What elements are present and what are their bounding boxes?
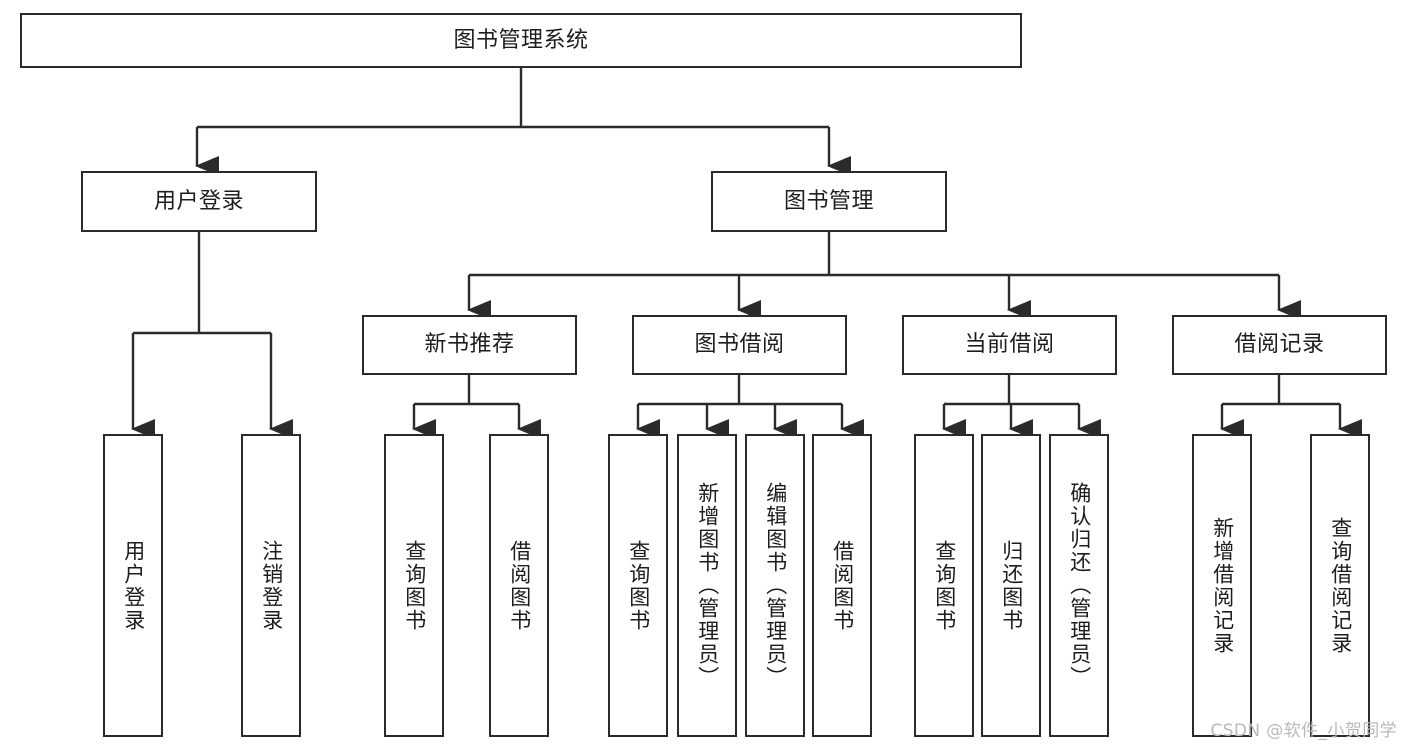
node-borrow-record[interactable]: 借阅记录 [1172, 315, 1387, 375]
node-label: 借阅图书 [830, 539, 855, 632]
node-label: 新书推荐 [424, 332, 515, 358]
node-label: 确认归还（管理员） [1067, 482, 1092, 689]
leaf-new-book-borrow-book[interactable]: 借阅图书 [489, 434, 549, 737]
node-label: 编辑图书（管理员） [763, 482, 788, 689]
node-label: 图书借阅 [694, 332, 785, 358]
leaf-book-borrow-add-book-admin[interactable]: 新增图书（管理员） [677, 434, 737, 737]
leaf-current-borrow-confirm-return-admin[interactable]: 确认归还（管理员） [1049, 434, 1109, 737]
node-current-borrow[interactable]: 当前借阅 [902, 315, 1117, 375]
node-root-book-management-system[interactable]: 图书管理系统 [20, 13, 1022, 68]
leaf-borrow-record-query-record[interactable]: 查询借阅记录 [1310, 434, 1370, 737]
node-label: 查询图书 [932, 539, 957, 632]
node-label: 图书管理 [783, 188, 874, 214]
leaf-user-login-login[interactable]: 用户登录 [103, 434, 163, 737]
node-book-management[interactable]: 图书管理 [711, 171, 947, 232]
node-label: 注销登录 [259, 539, 284, 632]
node-new-book-recommend[interactable]: 新书推荐 [362, 315, 577, 375]
leaf-book-borrow-query-book[interactable]: 查询图书 [608, 434, 668, 737]
node-label: 借阅记录 [1234, 332, 1325, 358]
node-user-login[interactable]: 用户登录 [81, 171, 317, 232]
watermark: CSDN @软件_小贺同学 [1210, 721, 1397, 741]
node-label: 用户登录 [153, 188, 244, 214]
leaf-current-borrow-query-book[interactable]: 查询图书 [914, 434, 974, 737]
node-label: 用户登录 [121, 539, 146, 632]
node-label: 借阅图书 [507, 539, 532, 632]
node-label: 新增借阅记录 [1210, 516, 1235, 655]
node-book-borrow[interactable]: 图书借阅 [632, 315, 847, 375]
leaf-current-borrow-return-book[interactable]: 归还图书 [981, 434, 1041, 737]
node-label: 新增图书（管理员） [695, 482, 720, 689]
leaf-new-book-query-book[interactable]: 查询图书 [384, 434, 444, 737]
node-label: 查询借阅记录 [1328, 516, 1353, 655]
leaf-book-borrow-edit-book-admin[interactable]: 编辑图书（管理员） [745, 434, 805, 737]
node-label: 图书管理系统 [453, 27, 589, 53]
node-label: 查询图书 [402, 539, 427, 632]
node-label: 查询图书 [626, 539, 651, 632]
node-label: 归还图书 [999, 539, 1024, 632]
leaf-borrow-record-add-record[interactable]: 新增借阅记录 [1192, 434, 1252, 737]
node-label: 当前借阅 [964, 332, 1055, 358]
leaf-user-login-logout[interactable]: 注销登录 [241, 434, 301, 737]
leaf-book-borrow-borrow-book[interactable]: 借阅图书 [812, 434, 872, 737]
